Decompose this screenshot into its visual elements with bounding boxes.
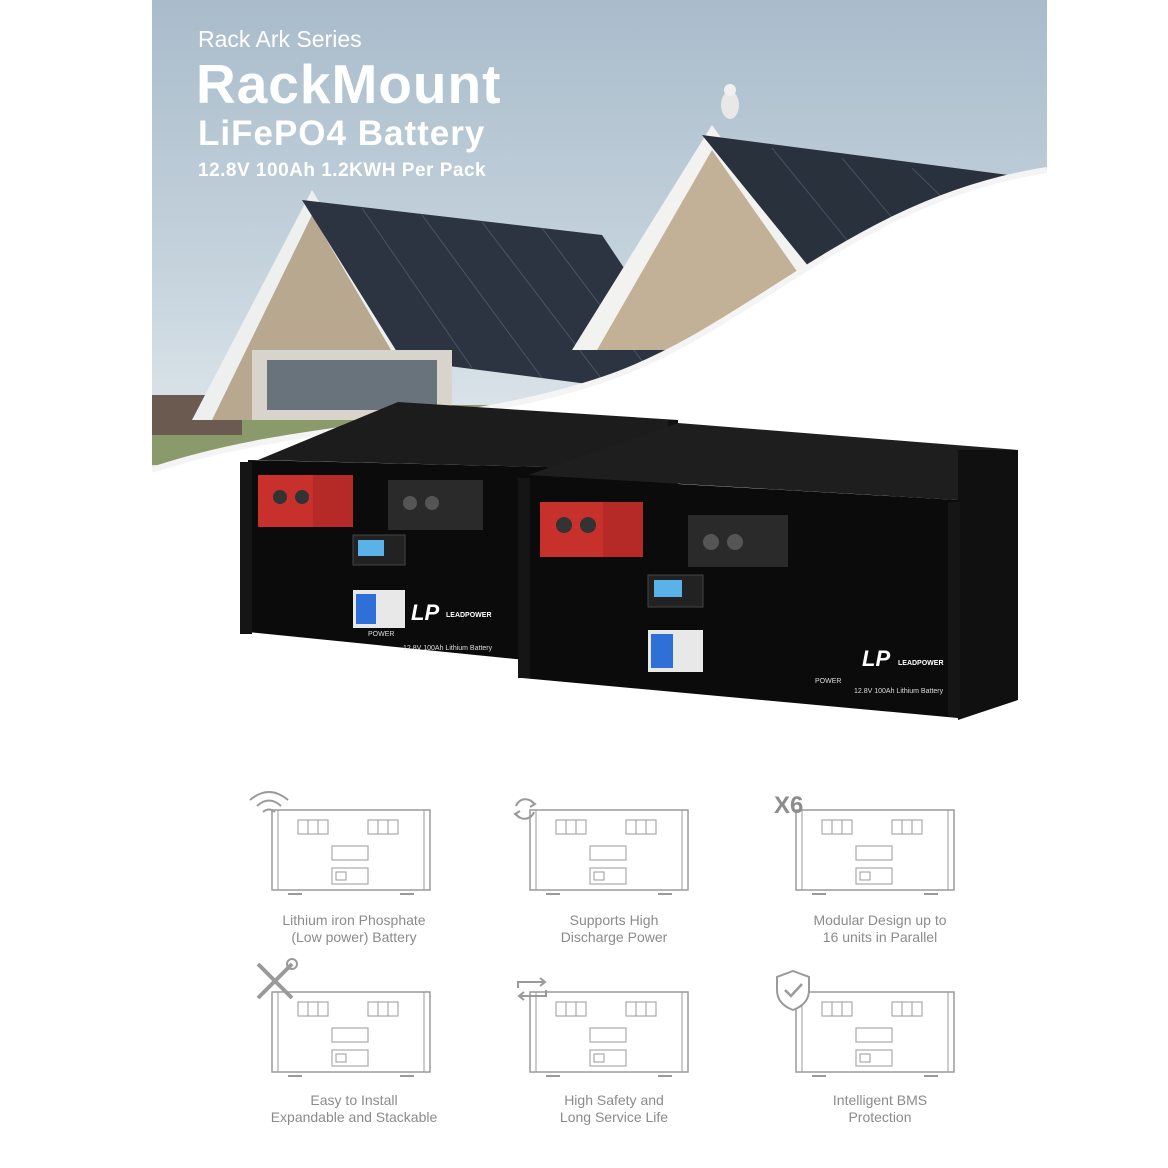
power-label: POWER	[815, 678, 842, 685]
rack-battery-icon	[795, 991, 955, 1077]
rack-battery-icon	[271, 991, 431, 1077]
x6-badge: X6	[774, 792, 804, 819]
product-subtitle: LiFePO4 Battery	[198, 114, 486, 153]
cycle-icon	[517, 977, 547, 1001]
brand-logo: LP	[411, 600, 440, 625]
feature-icon-wrap	[514, 974, 550, 1009]
feature-caption-line1: Modular Design up to	[813, 912, 947, 928]
feature-caption-line2: Expandable and Stackable	[270, 1109, 438, 1125]
feature-caption-line1: Easy to Install	[310, 1092, 398, 1108]
spec-line: 12.8V 100Ah 1.2KWH Per Pack	[198, 160, 487, 181]
shield-check-icon	[776, 969, 810, 1012]
brand-name: LEADPOWER	[446, 612, 492, 619]
feature-caption-line2: Protection	[848, 1109, 912, 1125]
feature-caption-line2: Discharge Power	[560, 929, 668, 945]
brand-logo: LP	[862, 646, 891, 671]
feature-icon-wrap	[252, 958, 298, 1009]
feature-card	[792, 806, 992, 898]
model-label: 12.8V 100Ah Lithium Battery	[854, 688, 944, 695]
wifi-icon	[249, 791, 289, 813]
feature-icon-wrap	[510, 794, 540, 829]
battery-unit-right: POWER LP LEADPOWER 12.8V 100Ah Lithium B…	[518, 420, 1038, 720]
refresh-icon	[513, 798, 537, 820]
rack-battery-icon	[529, 809, 689, 895]
model-label: 12.8V 100Ah Lithium Battery	[403, 645, 493, 652]
feature-caption-line1: Lithium iron Phosphate	[282, 912, 426, 928]
feature-card	[268, 988, 468, 1080]
tools-icon	[256, 958, 298, 1000]
hero-banner: Rack Ark Series RackMount LiFePO4 Batter…	[152, 0, 1047, 738]
rack-battery-icon	[795, 809, 955, 895]
feature-caption-line1: Intelligent BMS	[832, 1092, 928, 1108]
series-label: Rack Ark Series	[198, 26, 362, 52]
feature-card	[526, 988, 726, 1080]
rack-battery-icon	[529, 991, 689, 1077]
feature-caption: Lithium iron Phosphate(Low power) Batter…	[224, 912, 484, 946]
feature-caption-line2: Long Service Life	[559, 1109, 669, 1125]
brand-name: LEADPOWER	[898, 660, 944, 667]
feature-card	[526, 806, 726, 898]
feature-card	[792, 988, 992, 1080]
page-title: RackMount	[196, 53, 502, 115]
feature-icon-wrap	[246, 786, 292, 825]
feature-caption-line2: (Low power) Battery	[291, 929, 417, 945]
feature-caption-line2: 16 units in Parallel	[822, 929, 938, 945]
power-label: POWER	[368, 631, 395, 638]
feature-caption-line1: Supports High	[569, 912, 659, 928]
feature-icon-wrap	[774, 968, 812, 1017]
rack-battery-icon	[271, 809, 431, 895]
feature-card	[268, 806, 468, 898]
feature-caption-line1: High Safety and	[564, 1092, 664, 1108]
